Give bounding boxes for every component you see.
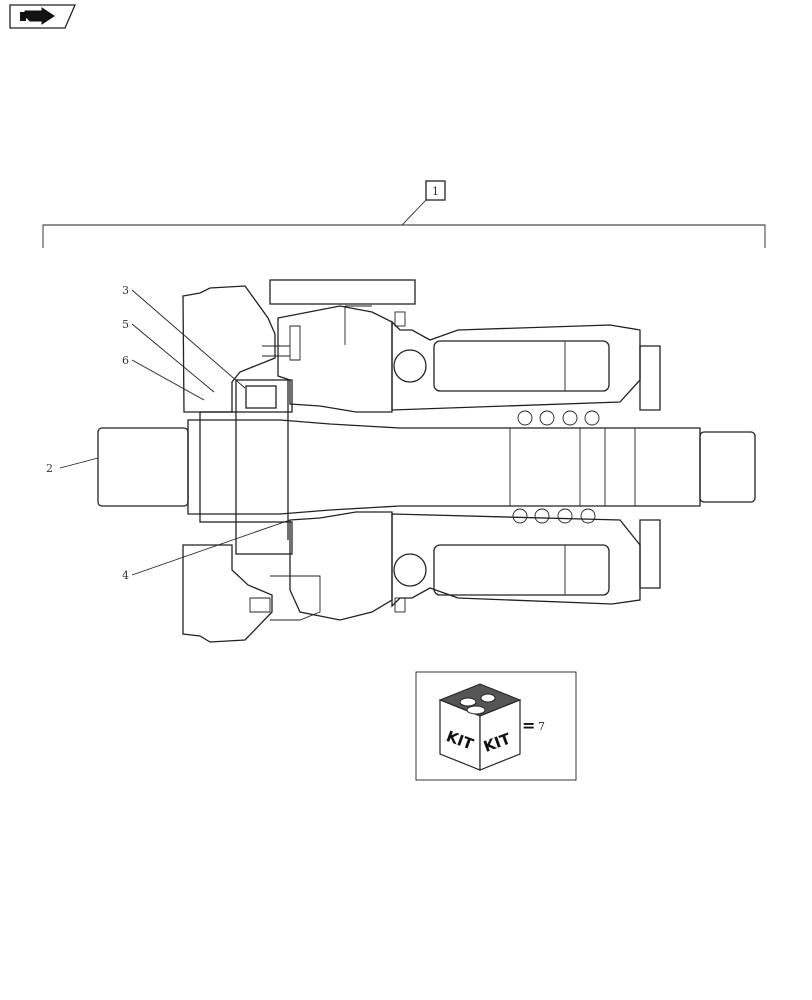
- kit-box-icon: [438, 683, 522, 771]
- assembly-bracket: [42, 199, 766, 248]
- callout-6[interactable]: 6: [122, 354, 205, 401]
- assembly-callout[interactable]: 1: [425, 180, 446, 201]
- kit-equals: =: [522, 716, 535, 735]
- kit-panel[interactable]: KIT KIT = 7: [415, 671, 577, 781]
- back-button[interactable]: [9, 4, 76, 29]
- svg-text:2: 2: [46, 462, 53, 475]
- callout-4[interactable]: 4: [122, 519, 291, 582]
- callout-2[interactable]: 2: [46, 457, 99, 475]
- kit-item-number: 7: [538, 720, 545, 733]
- svg-text:5: 5: [122, 318, 129, 331]
- callout-5[interactable]: 5: [122, 318, 215, 393]
- callout-3[interactable]: 3: [122, 284, 246, 389]
- svg-text:4: 4: [122, 569, 129, 582]
- assembly-label: 1: [432, 185, 439, 198]
- svg-text:3: 3: [122, 284, 129, 297]
- svg-text:6: 6: [122, 354, 129, 367]
- pump-cross-section: [97, 279, 756, 643]
- back-arrow-icon: [20, 7, 55, 25]
